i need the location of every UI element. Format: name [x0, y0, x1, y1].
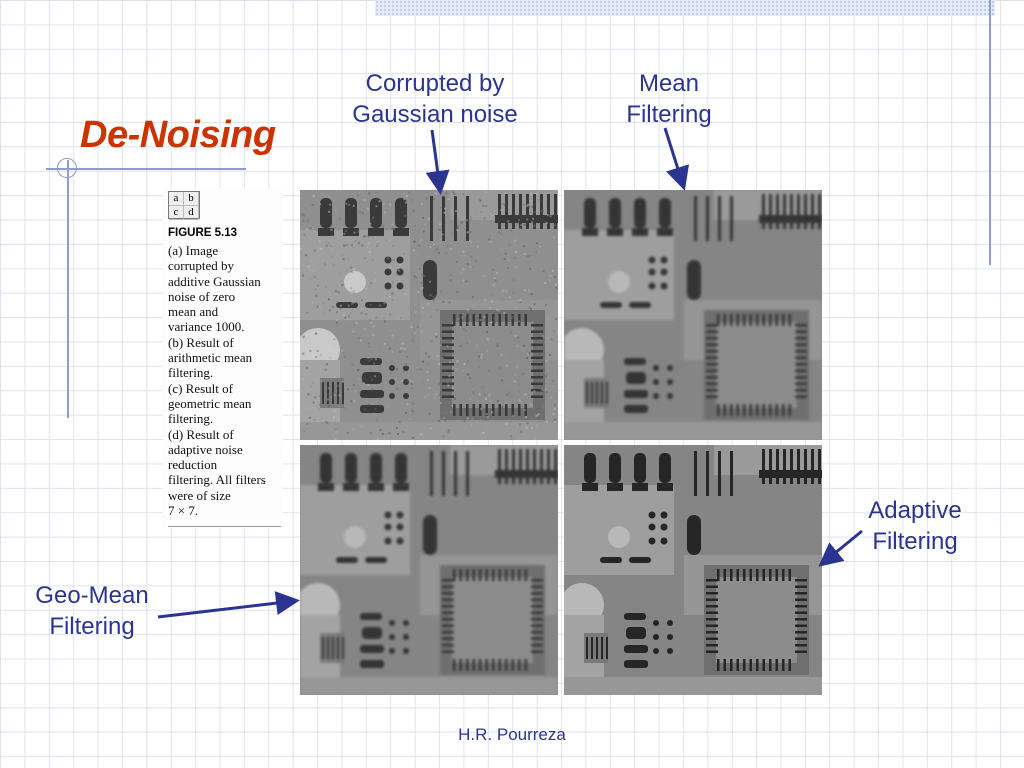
footer-author: H.R. Pourreza: [0, 725, 1024, 745]
arrow-icon: [823, 531, 862, 563]
arrow-icon: [432, 130, 440, 189]
arrow-icon: [665, 128, 683, 185]
arrow-icon: [158, 601, 294, 617]
footer-text: H.R. Pourreza: [458, 725, 566, 744]
